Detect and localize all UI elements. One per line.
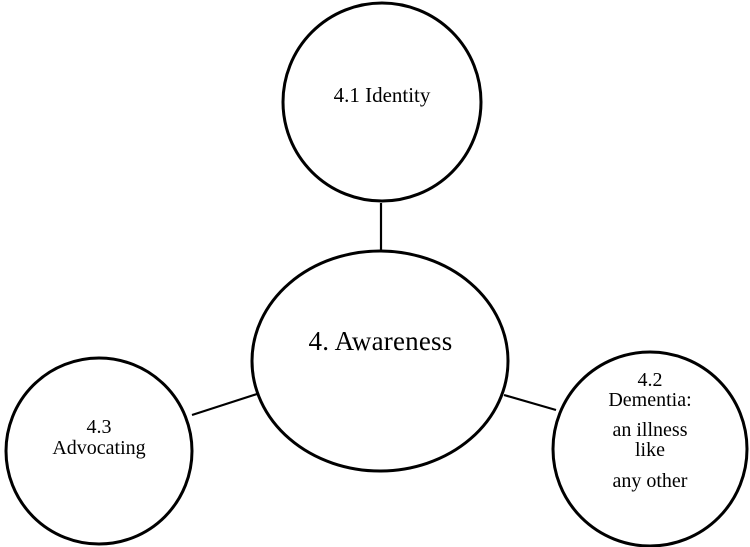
node-circle-dementia <box>551 350 749 547</box>
node-circle-awareness <box>250 249 510 473</box>
connector-awareness-to-dementia <box>503 393 557 412</box>
connector-awareness-to-advocating <box>191 392 258 417</box>
node-circle-identity <box>281 1 483 203</box>
node-circle-advocating <box>4 356 194 546</box>
